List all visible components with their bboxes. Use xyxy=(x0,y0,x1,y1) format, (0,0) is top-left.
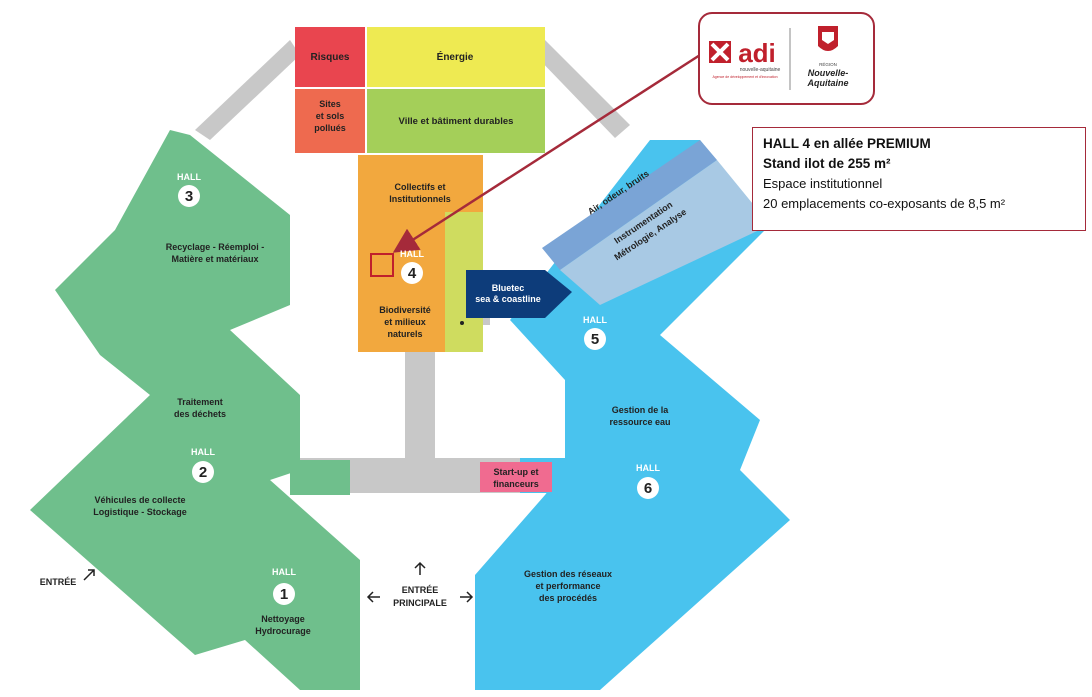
zone-risques xyxy=(295,27,365,87)
svg-text:1: 1 xyxy=(280,586,288,603)
label-sites-3: pollués xyxy=(314,123,346,133)
svg-text:HALL: HALL xyxy=(400,249,424,259)
label-risques: Risques xyxy=(311,52,350,63)
entree-arrow-icon xyxy=(83,569,95,581)
zone-startup-financeurs xyxy=(480,462,552,492)
svg-text:HALL: HALL xyxy=(583,315,607,325)
hall-3-marker[interactable]: HALL 3 xyxy=(177,172,201,207)
label-biodiv-1: Biodiversité xyxy=(379,305,431,315)
adi-region-logo: adi nouvelle-aquitaine Agence de dévelop… xyxy=(698,12,875,105)
arrow-right-icon xyxy=(460,591,474,603)
svg-text:4: 4 xyxy=(408,265,417,282)
label-collectifs-1: Collectifs et xyxy=(394,182,445,192)
label-traitement-2: des déchets xyxy=(174,409,226,419)
label-bluetec-1: Bluetec xyxy=(492,283,525,293)
label-energie: Énergie xyxy=(437,50,474,63)
logo-graphic: adi nouvelle-aquitaine Agence de dévelop… xyxy=(709,26,849,90)
label-gestion-eau-2: ressource eau xyxy=(609,417,670,427)
callout-arrow xyxy=(392,53,701,253)
label-collectifs-2: Institutionnels xyxy=(389,194,451,204)
hall-4-marker[interactable]: HALL 4 xyxy=(400,249,424,284)
biodiv-pointer-dot xyxy=(460,321,464,325)
label-entree-principale-1: ENTRÉE xyxy=(402,585,439,595)
label-sites-1: Sites xyxy=(319,99,341,109)
label-recyclage-2: Matière et matériaux xyxy=(171,254,258,264)
label-nettoyage-2: Hydrocurage xyxy=(255,626,311,636)
svg-text:HALL: HALL xyxy=(177,172,201,182)
svg-text:Agence de développement et d'i: Agence de développement et d'innovation xyxy=(712,75,777,79)
zone-sites-sols-pollues xyxy=(295,89,365,153)
label-startup-1: Start-up et xyxy=(494,467,539,477)
label-vehicules-1: Véhicules de collecte xyxy=(94,495,185,505)
hall-3-2-1-green-zone xyxy=(30,130,360,690)
label-biodiv-2: et milieux xyxy=(384,317,426,327)
zone-energie xyxy=(367,27,545,87)
label-reseaux-2: et performance xyxy=(535,581,600,591)
hall-6-marker[interactable]: HALL 6 xyxy=(636,463,660,499)
label-reseaux-3: des procédés xyxy=(539,593,597,603)
svg-text:Nouvelle-: Nouvelle- xyxy=(808,68,849,78)
zone-instrumentation xyxy=(560,160,770,305)
svg-text:5: 5 xyxy=(591,331,599,348)
info-line-hall: HALL 4 en allée PREMIUM xyxy=(763,136,931,151)
svg-text:Aquitaine: Aquitaine xyxy=(806,78,848,88)
label-traitement-1: Traitement xyxy=(177,397,223,407)
hall-1-marker[interactable]: HALL 1 xyxy=(272,567,296,605)
svg-text:HALL: HALL xyxy=(636,463,660,473)
svg-text:2: 2 xyxy=(199,464,207,481)
svg-text:adi: adi xyxy=(738,38,776,68)
hall-2-extension xyxy=(290,460,350,495)
label-ville: Ville et bâtiment durables xyxy=(399,116,514,127)
info-line-stand: Stand ilot de 255 m² xyxy=(763,156,891,171)
label-entree: ENTRÉE xyxy=(40,577,77,587)
label-startup-2: financeurs xyxy=(493,479,539,489)
label-entree-principale-2: PRINCIPALE xyxy=(393,598,447,608)
info-line-espace: Espace institutionnel xyxy=(763,176,883,191)
stand-info-box: HALL 4 en allée PREMIUM Stand ilot de 25… xyxy=(752,127,1086,231)
hall-2-marker[interactable]: HALL 2 xyxy=(191,447,215,483)
svg-text:RÉGION: RÉGION xyxy=(819,61,837,67)
label-bluetec-2: sea & coastline xyxy=(475,294,541,304)
svg-text:HALL: HALL xyxy=(272,567,296,577)
hall-5-marker[interactable]: HALL 5 xyxy=(583,315,607,350)
label-sites-2: et sols xyxy=(316,111,345,121)
label-vehicules-2: Logistique - Stockage xyxy=(93,507,187,517)
label-biodiv-3: naturels xyxy=(387,329,422,339)
svg-text:6: 6 xyxy=(644,480,652,497)
info-line-emplacements: 20 emplacements co-exposants de 8,5 m² xyxy=(763,196,1006,211)
arrow-left-icon xyxy=(366,591,380,603)
label-gestion-eau-1: Gestion de la xyxy=(612,405,670,415)
arrow-up-icon xyxy=(414,561,426,575)
zone-air-odeur-bruits xyxy=(542,140,717,270)
premium-stand-marker[interactable] xyxy=(370,253,394,277)
label-reseaux-1: Gestion des réseaux xyxy=(524,569,612,579)
svg-text:3: 3 xyxy=(185,188,193,205)
label-recyclage-1: Recyclage - Réemploi - xyxy=(166,242,265,252)
zone-bluetec xyxy=(466,270,572,318)
svg-text:nouvelle-aquitaine: nouvelle-aquitaine xyxy=(740,67,781,73)
svg-text:HALL: HALL xyxy=(191,447,215,457)
label-nettoyage-1: Nettoyage xyxy=(261,614,305,624)
zone-ville-batiment xyxy=(367,89,545,153)
